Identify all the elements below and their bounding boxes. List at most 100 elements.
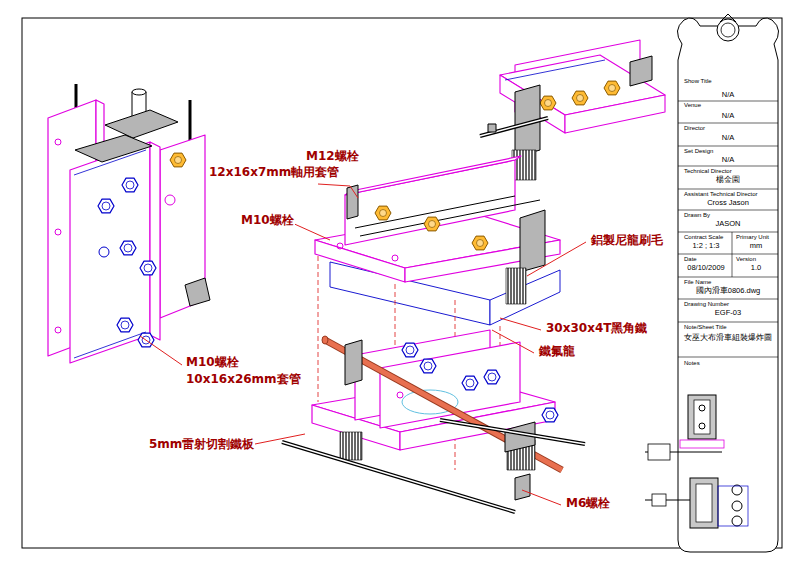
orthographic-view bbox=[732, 501, 742, 511]
assembled-trolley-side bbox=[98, 199, 114, 213]
exploded-lower-carriage bbox=[397, 392, 403, 398]
exploded-upper-carriage bbox=[345, 156, 521, 195]
title-block bbox=[678, 254, 778, 255]
title-block-text: Notes bbox=[684, 360, 700, 367]
orthographic-view bbox=[699, 405, 705, 411]
title-block bbox=[678, 189, 778, 190]
exploded-upper-carriage bbox=[315, 156, 560, 325]
title-block-text: 楊金園 bbox=[716, 176, 740, 185]
leader-line bbox=[492, 330, 534, 353]
exploded-lower-carriage bbox=[515, 474, 530, 500]
title-block bbox=[732, 232, 733, 277]
title-block-text: Date bbox=[684, 256, 697, 263]
callout-label: 12x16x7mm軸用套管 bbox=[208, 166, 340, 180]
assembled-trolley-top bbox=[505, 60, 605, 80]
orthographic-view bbox=[680, 440, 724, 448]
exploded-lower-carriage bbox=[440, 420, 585, 444]
leader-line bbox=[500, 318, 541, 330]
title-block bbox=[678, 101, 778, 102]
assembled-trolley-top bbox=[488, 124, 496, 132]
title-block bbox=[721, 23, 735, 37]
orthographic-view bbox=[718, 486, 748, 526]
title-block-text: Cross Jason bbox=[707, 199, 749, 208]
title-block-text: 08/10/2009 bbox=[687, 264, 725, 273]
title-block-text: Director bbox=[684, 125, 705, 132]
exploded-upper-carriage bbox=[315, 240, 405, 282]
exploded-lower-carriage bbox=[282, 330, 585, 512]
assembled-trolley-side bbox=[150, 142, 160, 340]
assembled-trolley-side bbox=[105, 110, 178, 138]
title-block-text: N/A bbox=[722, 91, 735, 100]
title-block bbox=[717, 19, 739, 41]
assembled-trolley-side bbox=[140, 261, 156, 275]
title-block bbox=[678, 322, 778, 323]
assembled-trolley-top bbox=[480, 118, 548, 136]
title-block-text: Version bbox=[736, 256, 756, 263]
title-block-text: EGF-03 bbox=[715, 309, 741, 318]
title-block-text: JASON bbox=[715, 220, 740, 229]
callout-label: M6螺栓 bbox=[565, 497, 611, 511]
callout-label: 5mm雷射切割鐵板 bbox=[148, 438, 255, 452]
callout-label: M10螺栓 bbox=[185, 356, 240, 370]
assembled-trolley-side bbox=[55, 327, 61, 333]
exploded-lower-carriage bbox=[345, 340, 362, 385]
callout-label: 10x16x26mm套管 bbox=[185, 373, 302, 387]
exploded-upper-carriage bbox=[345, 160, 515, 245]
assembled-trolley-side bbox=[48, 84, 210, 363]
orthographic-view bbox=[645, 395, 748, 528]
callout-label: 鋁製尼龍刷毛 bbox=[590, 234, 664, 248]
title-block bbox=[678, 210, 778, 211]
title-block bbox=[678, 101, 778, 357]
leader-line bbox=[318, 184, 358, 198]
exploded-lower-carriage bbox=[440, 420, 585, 444]
callout-label: 鐵氟龍 bbox=[538, 345, 576, 359]
assembled-trolley-side bbox=[120, 241, 136, 255]
title-block-text: Primary Unit bbox=[736, 234, 769, 241]
exploded-upper-carriage bbox=[392, 255, 398, 261]
title-block-text: Assistant Technical Director bbox=[684, 191, 758, 198]
title-block-text: 1:2 ; 1:3 bbox=[692, 242, 719, 251]
exploded-lower-carriage bbox=[325, 340, 562, 470]
orthographic-view bbox=[652, 494, 666, 506]
exploded-lower-carriage bbox=[542, 408, 558, 422]
leader-line bbox=[522, 490, 561, 505]
title-block bbox=[677, 14, 778, 552]
assembled-trolley-side bbox=[185, 278, 210, 306]
exploded-lower-carriage bbox=[282, 442, 515, 512]
exploded-upper-carriage bbox=[375, 206, 391, 220]
callout-label: 30x30x4T黑角鐵 bbox=[545, 322, 648, 336]
title-block bbox=[678, 232, 778, 233]
title-block-text: N/A bbox=[722, 112, 735, 121]
assembled-trolley-side bbox=[74, 332, 146, 358]
exploded-lower-carriage bbox=[420, 359, 436, 373]
title-block-text: 女巫大布滑車組裝爆炸圖 bbox=[684, 334, 772, 343]
exploded-upper-carriage bbox=[337, 243, 343, 249]
title-block bbox=[678, 123, 778, 124]
title-block-text: N/A bbox=[722, 156, 735, 165]
leader-line bbox=[290, 222, 330, 240]
title-block-text: N/A bbox=[722, 134, 735, 143]
assembled-trolley-side bbox=[122, 178, 138, 192]
exploded-lower-carriage bbox=[325, 340, 562, 470]
title-block bbox=[678, 166, 778, 167]
title-block-text: 1.0 bbox=[751, 264, 761, 273]
title-block-text: 國內滑車0806.dwg bbox=[696, 287, 761, 296]
title-block-text: Drawing Number bbox=[684, 301, 729, 308]
title-block bbox=[720, 14, 736, 22]
exploded-upper-carriage bbox=[360, 200, 540, 236]
callout-label: M12螺栓 bbox=[305, 150, 360, 164]
assembled-trolley-top bbox=[630, 56, 652, 86]
assembled-trolley-side bbox=[132, 89, 146, 95]
assembled-trolley-side bbox=[170, 153, 186, 167]
exploded-lower-carriage bbox=[484, 370, 500, 384]
title-block-text: File Name bbox=[684, 279, 711, 286]
title-block-text: Contract Scale bbox=[684, 234, 723, 241]
title-block bbox=[677, 18, 778, 552]
sheet-frame bbox=[22, 18, 782, 548]
callout-label: M10螺栓 bbox=[240, 214, 295, 228]
leader-line bbox=[527, 242, 586, 276]
leader-line bbox=[140, 336, 182, 365]
exploded-upper-carriage bbox=[520, 210, 545, 272]
